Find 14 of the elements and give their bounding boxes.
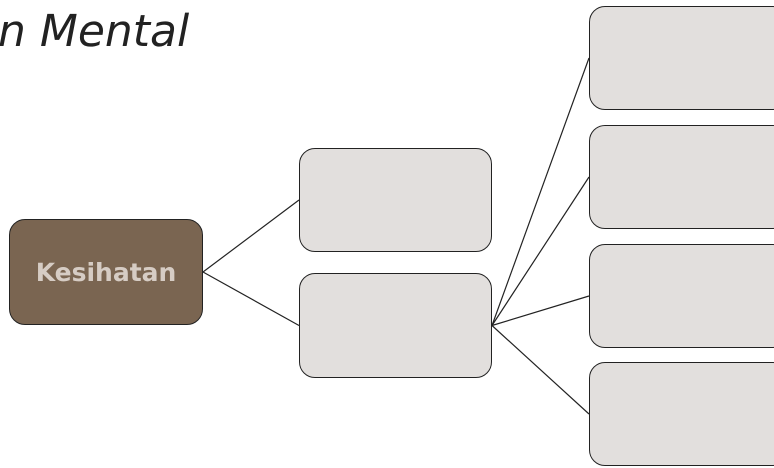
empty-box xyxy=(589,244,774,348)
connector-line xyxy=(492,295,590,326)
connector-line xyxy=(492,176,590,326)
empty-box xyxy=(299,148,492,252)
empty-box xyxy=(589,6,774,110)
empty-box xyxy=(299,273,492,378)
connector-line xyxy=(202,200,300,272)
connector-line xyxy=(492,325,590,414)
empty-box xyxy=(589,362,774,466)
connector-line xyxy=(491,58,590,326)
connector-line xyxy=(202,271,300,326)
empty-box xyxy=(589,125,774,229)
node-label: Kesihatan xyxy=(36,258,176,286)
topic-box xyxy=(9,219,203,325)
